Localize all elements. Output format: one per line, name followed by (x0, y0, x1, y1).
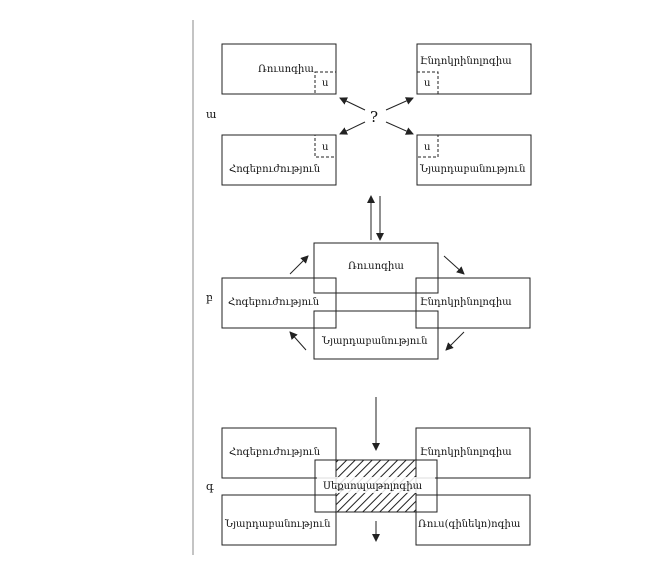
bottom-box-1: Հոգեբուժություն (221, 427, 337, 479)
panel-label-a: ա (206, 108, 217, 121)
arrow-to-bottom-right (385, 121, 414, 135)
cycle-arrow-left-up (289, 255, 309, 275)
bottom-box-3: Նյարդաբանություն (221, 494, 337, 546)
top-box-4: ս Նյարդաբանություն (416, 134, 532, 186)
arrow-to-bottom-left (339, 121, 366, 135)
top-box-4-marker: ս (424, 142, 431, 153)
middle-box-right: Էնդոկրինոլոգիա (415, 277, 531, 329)
bottom-box-2-label: Էնդոկրինոլոգիա (420, 447, 512, 458)
middle-box-top-label: Ռուսոգիա (348, 261, 404, 272)
center-hatched-label: Սեքսոպաթոլոգիա (323, 481, 423, 492)
arrow-to-top-left (339, 97, 366, 111)
bottom-box-3-label: Նյարդաբանություն (224, 519, 331, 530)
cycle-arrow-right-down (443, 255, 465, 275)
panel-label-c: գ (206, 480, 214, 493)
panel-label-b: բ (206, 291, 213, 304)
bottom-box-4: Ռուս(գինեկո)ոգիա (415, 494, 531, 546)
bottom-box-1-label: Հոգեբուժություն (229, 447, 321, 458)
middle-box-bottom-label: Նյարդաբանություն (321, 336, 428, 347)
top-box-3-marker: ս (322, 142, 329, 153)
top-box-2: ս Էնդոկրինոլոգիա (416, 43, 532, 95)
top-box-3: ս Հոգեբուժություն (221, 134, 337, 186)
top-box-1-label: Ռուսոգիա (258, 64, 314, 75)
top-box-1-marker: ս (322, 78, 329, 89)
middle-box-left: Հոգեբուժություն (221, 277, 337, 329)
arrow-to-top-right (385, 97, 414, 111)
center-hatched-box: Սեքսոպաթոլոգիա (314, 459, 438, 513)
cycle-arrow-bottom-left (445, 331, 465, 351)
middle-box-top: Ռուսոգիա (313, 242, 439, 294)
bottom-box-2: Էնդոկրինոլոգիա (415, 427, 531, 479)
middle-box-right-label: Էնդոկրինոլոգիա (420, 297, 512, 308)
top-box-4-label: Նյարդաբանություն (419, 164, 526, 175)
top-box-3-label: Հոգեբուժություն (229, 164, 321, 175)
top-box-2-label: Էնդոկրինոլոգիա (420, 56, 512, 67)
question-mark: ? (370, 108, 378, 126)
cycle-arrow-left-up-bottom (289, 331, 307, 351)
bottom-box-4-label: Ռուս(գինեկո)ոգիա (418, 519, 521, 530)
middle-box-bottom: Նյարդաբանություն (313, 310, 439, 360)
middle-box-left-label: Հոգեբուժություն (228, 297, 320, 308)
top-box-2-marker: ս (424, 78, 431, 89)
top-box-1: ս Ռուսոգիա (221, 43, 337, 95)
